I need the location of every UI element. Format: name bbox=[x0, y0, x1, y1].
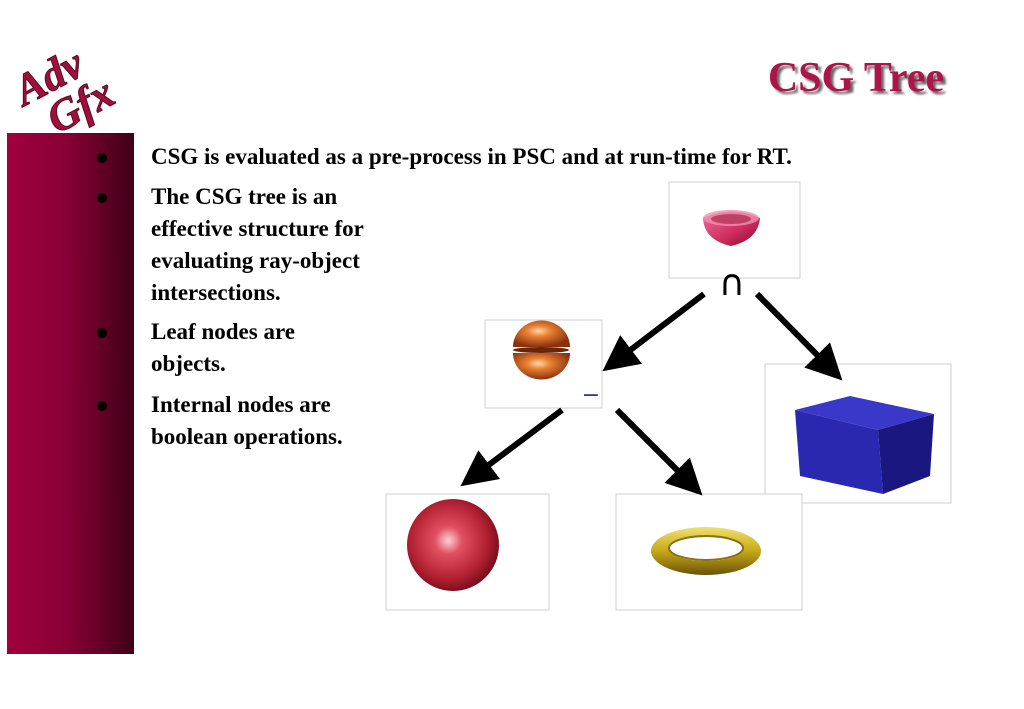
arrow-to-difference bbox=[602, 291, 706, 372]
bullet-dot-icon bbox=[97, 328, 107, 338]
bullet-text: The CSG tree is an effective structure f… bbox=[151, 184, 364, 305]
sphere-shape bbox=[407, 499, 499, 591]
split-sphere-shape bbox=[513, 320, 570, 380]
arrow-to-sphere bbox=[460, 407, 564, 487]
sidebar-decoration bbox=[7, 133, 134, 654]
adv-gfx-logo: Adv Gfx bbox=[4, 38, 123, 134]
difference-operator: − bbox=[582, 383, 600, 408]
bullet-dot-icon bbox=[97, 401, 107, 411]
bullet-text: Internal nodes are boolean operations. bbox=[151, 392, 343, 449]
bowl-shape bbox=[703, 210, 760, 246]
bullet-dot-icon bbox=[97, 153, 107, 163]
arrow-to-cuboid bbox=[754, 291, 843, 381]
bullet-dot-icon bbox=[97, 193, 107, 203]
intersection-operator: ∩ bbox=[719, 263, 745, 304]
page-title: CSG Tree bbox=[767, 55, 944, 101]
torus-shape bbox=[651, 527, 761, 575]
arrow-to-torus bbox=[614, 407, 703, 496]
bullet-text: CSG is evaluated as a pre-process in PSC… bbox=[151, 144, 792, 169]
bullet-text: Leaf nodes are objects. bbox=[151, 319, 295, 376]
cuboid-shape bbox=[795, 396, 934, 494]
